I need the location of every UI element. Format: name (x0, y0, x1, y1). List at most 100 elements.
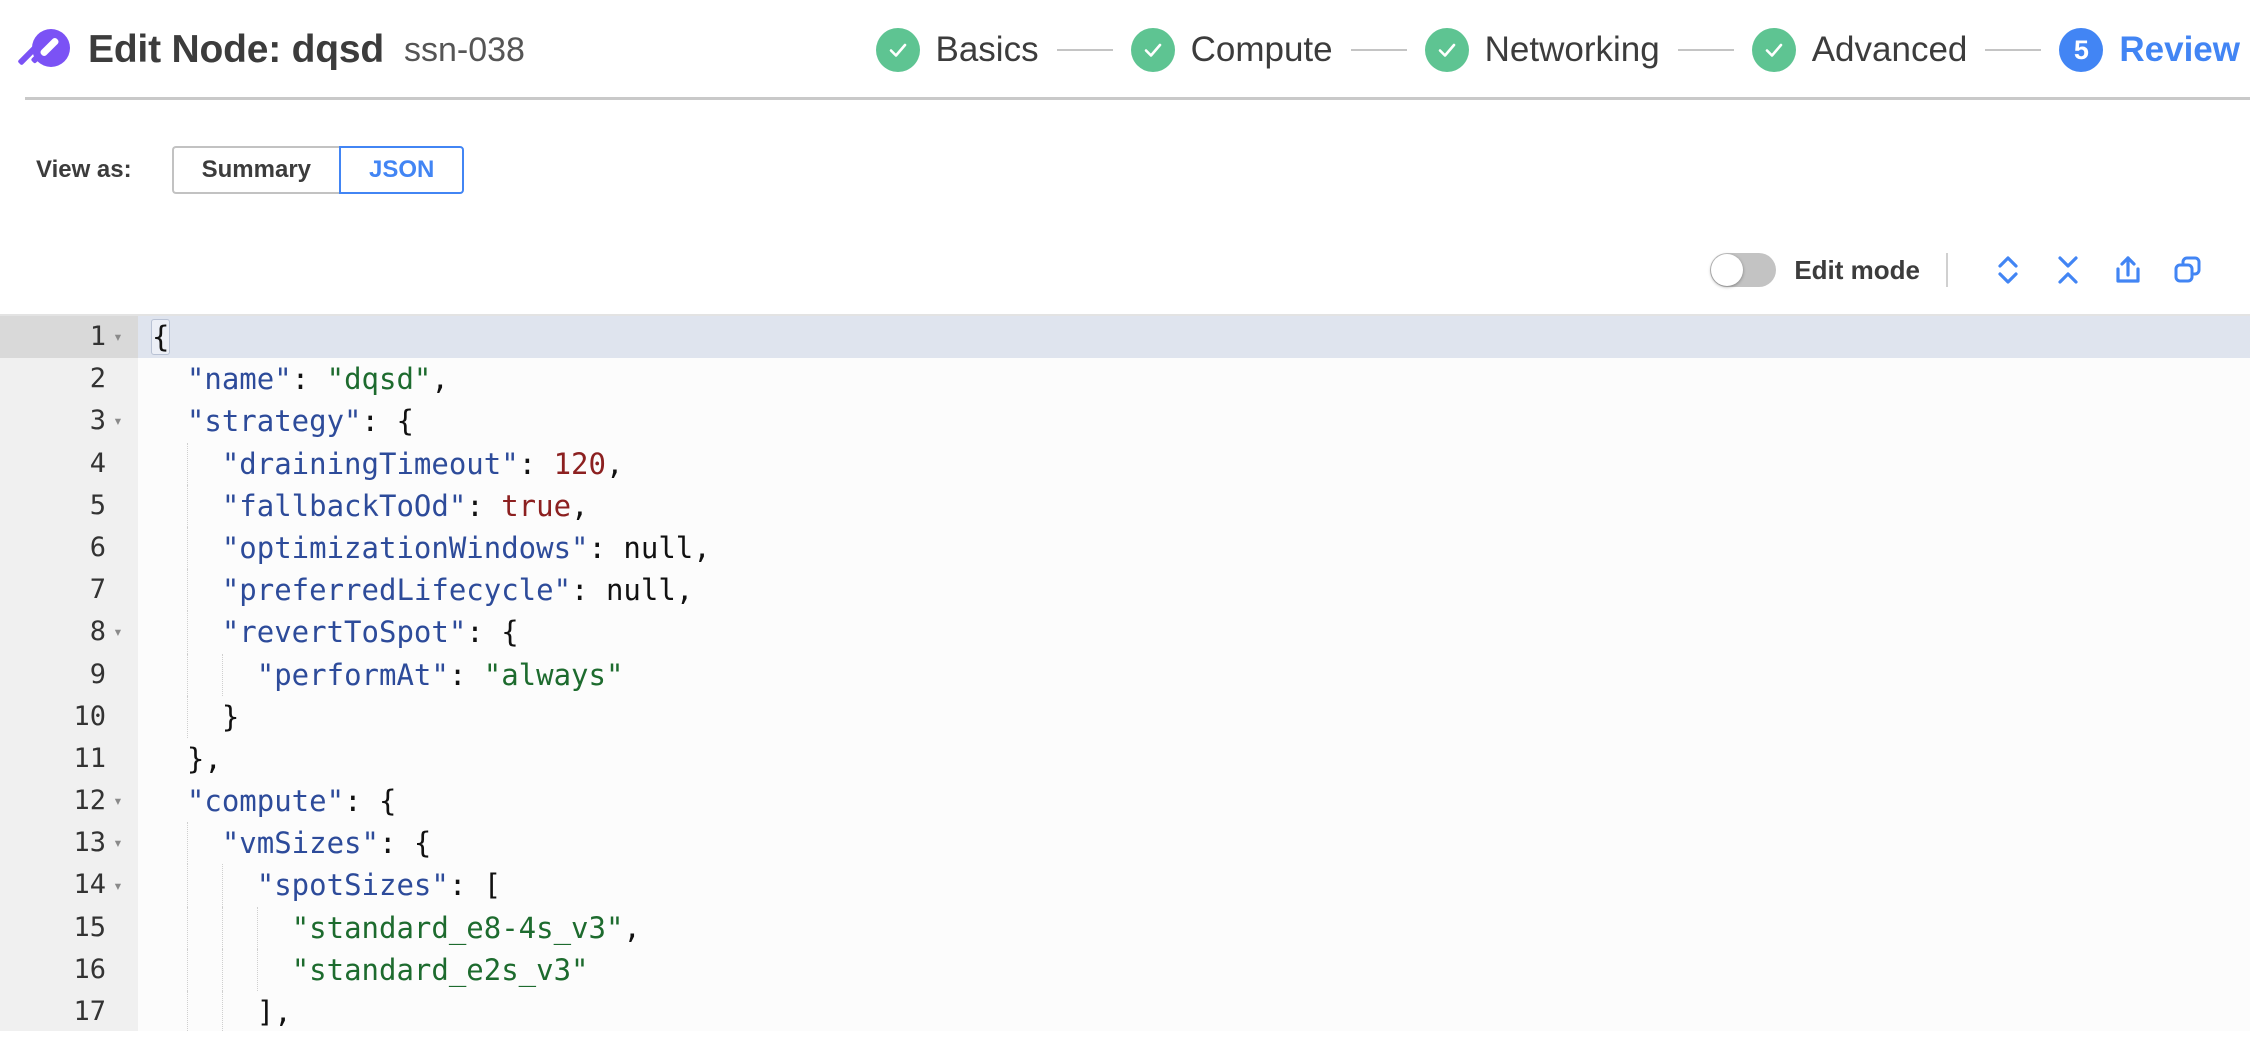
code-line[interactable]: 11 }, (0, 737, 2250, 781)
code-line[interactable]: 17 ], (0, 991, 2250, 1031)
stepper-item-advanced[interactable]: Advanced (1751, 28, 1968, 72)
stepper-label: Networking (1484, 30, 1660, 69)
indent-guide (186, 948, 188, 992)
line-number: 9 (89, 658, 106, 690)
fold-toggle-icon[interactable]: ▾ (113, 622, 123, 642)
step-connector (1985, 49, 2042, 51)
code-line[interactable]: 5 "fallbackToOd": true, (0, 484, 2250, 527)
code-line[interactable]: 2 "name": "dqsd", (0, 358, 2250, 401)
token-null: null (623, 530, 694, 565)
stepper-label: Compute (1190, 30, 1333, 69)
line-number: 7 (89, 574, 106, 606)
spot-comet-logo-icon (17, 27, 70, 73)
view-as-option-json[interactable]: JSON (339, 146, 465, 194)
code-line[interactable]: 6 "optimizationWindows": null, (0, 526, 2250, 570)
token-punct: , (693, 530, 711, 565)
code-text: "vmSizes": { (138, 822, 2250, 865)
token-key: "name" (186, 362, 292, 397)
collapse-all-icon[interactable] (2042, 248, 2094, 292)
token-punct: { (150, 319, 171, 355)
line-number: 4 (89, 447, 106, 479)
token-key: "performAt" (256, 657, 449, 692)
code-line[interactable]: 7 "preferredLifecycle": null, (0, 569, 2250, 612)
token-punct: : { (378, 826, 432, 861)
code-line[interactable]: 3▾ "strategy": { (0, 400, 2250, 443)
fold-toggle-icon[interactable]: ▾ (113, 833, 123, 853)
code-text: "spotSizes": [ (138, 864, 2250, 907)
code-tokens: "standard_e2s_v3" (152, 953, 589, 987)
token-punct: : (291, 362, 327, 397)
token-key: "revertToSpot" (221, 615, 467, 650)
indent-guide (186, 484, 188, 527)
code-line[interactable]: 14▾ "spotSizes": [ (0, 864, 2250, 907)
expand-all-icon[interactable] (1982, 248, 2034, 292)
step-connector (1350, 49, 1407, 51)
toolbar-divider (1946, 253, 1948, 287)
code-line[interactable]: 12▾ "compute": { (0, 780, 2250, 823)
code-text: "performAt": "always" (138, 653, 2250, 696)
fold-toggle-icon[interactable]: ▾ (113, 875, 123, 895)
stepper-item-basics[interactable]: Basics (875, 28, 1039, 72)
code-tokens: ], (152, 995, 292, 1029)
view-as-segmented-control: Summary JSON (171, 146, 465, 194)
code-tokens: }, (152, 742, 222, 776)
token-key: "vmSizes" (221, 826, 379, 861)
code-tokens: { (150, 319, 171, 355)
step-connector (1677, 49, 1734, 51)
line-gutter: 7 (0, 569, 138, 612)
edit-mode-toggle[interactable] (1710, 253, 1777, 287)
copy-icon[interactable] (2162, 248, 2214, 292)
edit-mode-toggle-knob (1711, 254, 1744, 286)
code-line[interactable]: 1▾{ (0, 316, 2250, 359)
code-line[interactable]: 4 "drainingTimeout": 120, (0, 442, 2250, 485)
code-text: } (138, 695, 2250, 738)
indent-guide (221, 864, 223, 907)
indent-guide (256, 906, 258, 949)
token-punct: : (466, 488, 502, 523)
fold-toggle-icon[interactable]: ▾ (113, 791, 123, 811)
code-line[interactable]: 15 "standard_e8-4s_v3", (0, 906, 2250, 949)
line-gutter: 11 (0, 737, 138, 781)
line-number: 12 (73, 785, 106, 817)
token-punct: , (605, 446, 624, 481)
indent-guide (221, 991, 223, 1031)
stepper-item-networking[interactable]: Networking (1424, 28, 1660, 72)
code-line[interactable]: 9 "performAt": "always" (0, 653, 2250, 696)
code-tokens: "performAt": "always" (152, 657, 624, 692)
check-icon (1130, 28, 1175, 72)
line-number: 13 (73, 827, 106, 859)
token-bool: true (501, 488, 572, 523)
stepper-item-compute[interactable]: Compute (1130, 28, 1333, 72)
code-line[interactable]: 10 } (0, 695, 2250, 738)
fold-toggle-icon[interactable]: ▾ (113, 327, 123, 347)
token-punct: : { (344, 784, 397, 819)
token-punct: }, (186, 741, 222, 776)
json-code-editor[interactable]: 1▾{2 "name": "dqsd",3▾ "strategy": {4 "d… (0, 314, 2250, 1031)
token-str: "standard_e8-4s_v3" (291, 910, 624, 945)
check-icon (1751, 28, 1796, 72)
token-punct: , (675, 573, 694, 608)
code-line[interactable]: 13 ▾ "vmSizes": { (0, 822, 2250, 865)
code-tokens: } (152, 700, 239, 734)
line-number: 15 (73, 911, 106, 943)
share-export-icon[interactable] (2102, 248, 2154, 292)
indent-guide (186, 991, 188, 1031)
view-as-option-summary[interactable]: Summary (171, 146, 340, 194)
code-tokens: "standard_e8-4s_v3", (152, 911, 641, 945)
indent-guide (186, 653, 188, 696)
token-num: 120 (553, 446, 606, 481)
code-text: "drainingTimeout": 120, (138, 442, 2250, 485)
code-line[interactable]: 8▾ "revertToSpot": { (0, 611, 2250, 654)
node-id-subtitle: ssn-038 (403, 30, 525, 69)
indent-guide (186, 442, 188, 485)
code-tokens: "spotSizes": [ (152, 868, 501, 902)
edit-mode-label: Edit mode (1794, 254, 1920, 285)
fold-toggle-icon[interactable]: ▾ (113, 411, 123, 431)
stepper-label: Advanced (1811, 30, 1968, 69)
code-tokens: "optimizationWindows": null, (152, 531, 711, 565)
code-line[interactable]: 16 "standard_e2s_v3" (0, 948, 2250, 992)
view-as-row: View as: Summary JSON (0, 100, 2250, 194)
